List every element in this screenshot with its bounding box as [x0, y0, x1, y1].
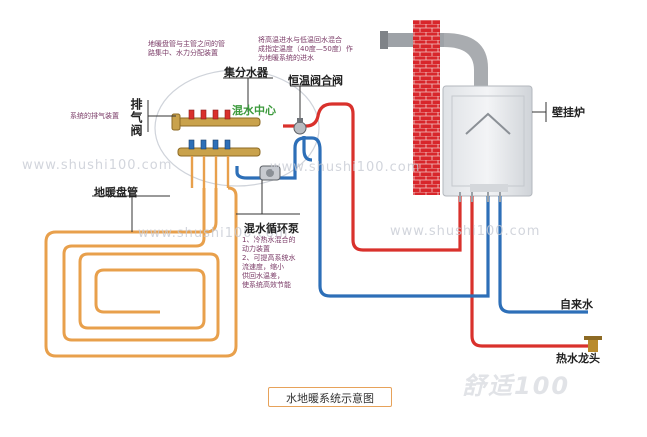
floor-coil-label: 地暖盘管 — [94, 186, 138, 199]
hot-water-faucet — [584, 336, 602, 352]
hot-water-tap-label: 热水龙头 — [556, 352, 600, 365]
caption-box: 水地暖系统示意图 — [268, 387, 392, 407]
watermark-text-1: www.shushi100.com — [22, 158, 173, 173]
cold-water-pipes — [235, 136, 588, 314]
pump-note-line-1: 1、冷热水混合的 — [242, 236, 296, 244]
diagram-caption: 水地暖系统示意图 — [286, 392, 374, 405]
thermostatic-valve — [293, 118, 307, 135]
collector-note: 地暖盘管与主管之间的管 路集中、水力分配装置 — [148, 40, 225, 58]
watermark-text-2: www.shushi100.com — [138, 226, 289, 241]
collector-note-line-2: 路集中、水力分配装置 — [148, 49, 218, 57]
mixing-area-outline — [154, 69, 320, 187]
circulation-pump-label: 混水循环泵 — [244, 222, 299, 235]
watermark-text-3: www.shushi100.com — [270, 160, 421, 175]
valve-note: 将高温进水与低温回水混合 成指定温度（40度—50度）作 为地暖系统的进水 — [258, 36, 353, 63]
pump-note-line-6: 使系统高效节能 — [242, 281, 291, 289]
label-pointer-lines — [92, 77, 547, 232]
exhaust-valve-label: 排气阀 — [129, 98, 143, 137]
valve-note-line-1: 将高温进水与低温回水混合 — [258, 36, 342, 44]
pump-note-line-5: 供回水温差， — [242, 272, 284, 280]
thermostatic-valve-label: 恒温阀合阀 — [288, 74, 343, 87]
hot-water-pipes — [283, 102, 588, 348]
tap-water-label: 自来水 — [560, 298, 593, 311]
brand-watermark: 舒适100 — [462, 372, 571, 400]
brick-wall — [413, 20, 440, 195]
manifold — [171, 109, 261, 188]
valve-note-line-3: 为地暖系统的进水 — [258, 54, 314, 62]
boiler-label: 壁挂炉 — [552, 106, 585, 119]
watermark-text-4: www.shushi100.com — [390, 224, 541, 239]
exhaust-note: 系统的排气装置 — [70, 112, 119, 120]
pump-note-line-4: 流速度，缩小 — [242, 263, 284, 271]
boiler-outlets — [459, 192, 501, 202]
valve-note-line-2: 成指定温度（40度—50度）作 — [258, 45, 353, 53]
collector-label: 集分水器 — [224, 66, 268, 79]
mixing-center-label: 混水中心 — [232, 104, 276, 117]
wall-boiler — [442, 85, 533, 197]
floor-coil-pipe — [44, 186, 238, 358]
pump-note-line-2: 动力装置 — [242, 245, 270, 253]
collector-note-line-1: 地暖盘管与主管之间的管 — [148, 40, 225, 48]
pump-note: 1、冷热水混合的 动力装置 2、可提高系统水 流速度，缩小 供回水温差， 使系统… — [242, 236, 295, 290]
circulation-pump — [259, 165, 281, 181]
pump-note-line-3: 2、可提高系统水 — [242, 254, 296, 262]
